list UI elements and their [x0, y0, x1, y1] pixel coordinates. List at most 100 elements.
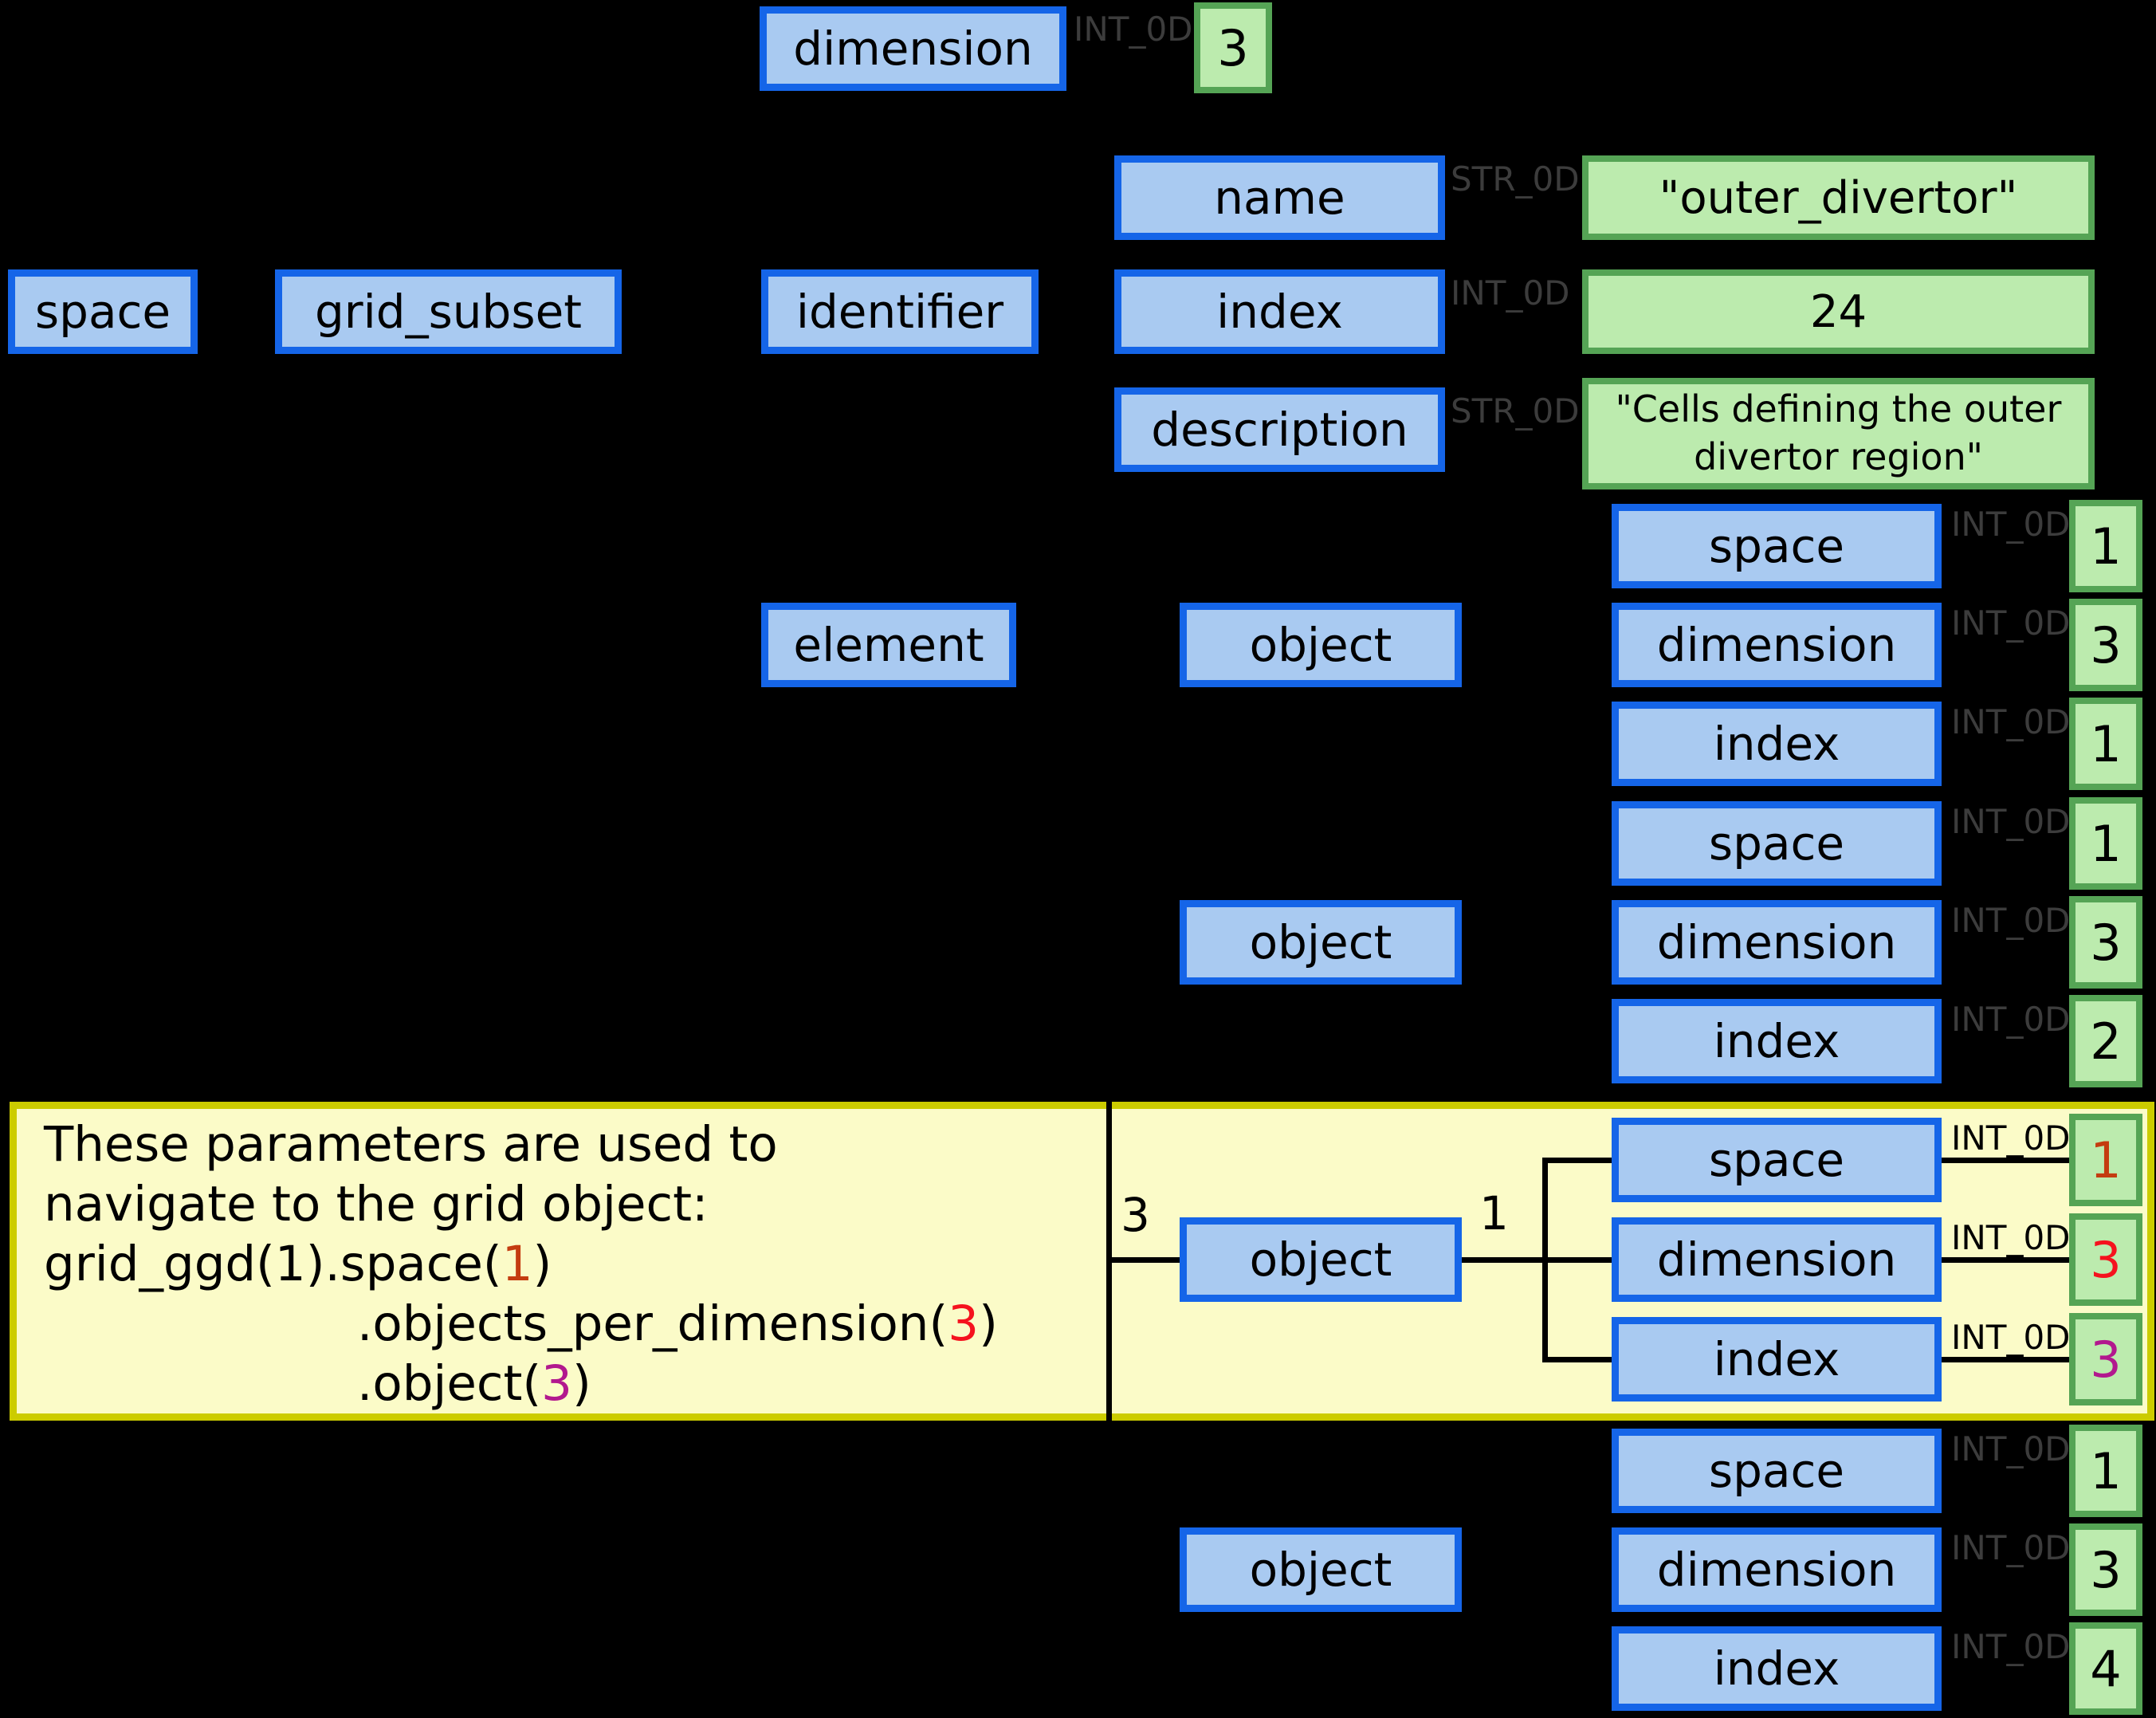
node-attr-index: index	[1612, 702, 1942, 786]
value-description: "Cells defining the outer divertor regio…	[1582, 378, 2095, 489]
note-line-1: These parameters are used to	[44, 1116, 778, 1173]
connector	[1445, 427, 1582, 433]
node-object-1: object	[1180, 603, 1462, 687]
connector	[1112, 940, 1180, 945]
node-dimension: dimension	[760, 6, 1066, 91]
connector	[1942, 741, 2069, 747]
note-arg-dimension: 3	[948, 1295, 980, 1352]
node-object-3: object	[1180, 1217, 1462, 1302]
connector	[1548, 1039, 1612, 1044]
note-code: .object(	[357, 1355, 542, 1412]
connector	[1942, 544, 2069, 549]
connector	[1462, 1257, 1612, 1263]
connector	[1112, 1257, 1180, 1263]
node-index: index	[1114, 269, 1445, 354]
note-line-2: navigate to the grid object:	[44, 1176, 709, 1232]
value-dimension: 3	[1194, 2, 1272, 93]
connector	[1112, 643, 1180, 648]
type-label-int0d: INT_0D	[1951, 1528, 2071, 1567]
type-label-str0d: STR_0D	[1451, 391, 1580, 430]
value-index: 2	[2069, 995, 2142, 1087]
multiplicity-label: 3	[1121, 1188, 1150, 1242]
type-label-int0d: INT_0D	[1951, 1118, 2071, 1158]
type-label-int0d: INT_0D	[1074, 10, 1193, 49]
connector	[1548, 841, 1612, 847]
value-space-highlighted: 1	[2069, 1114, 2142, 1206]
connector	[1542, 841, 1548, 1044]
type-label-int0d: INT_0D	[1951, 1627, 2071, 1666]
type-label-int0d: INT_0D	[1951, 603, 2071, 643]
connector	[701, 309, 761, 315]
connector	[1942, 1357, 2069, 1362]
value-space: 1	[2069, 500, 2142, 592]
note-code: grid_ggd(1).space(	[44, 1236, 502, 1292]
type-label-str0d: STR_0D	[1451, 159, 1580, 199]
value-dimension: 3	[2069, 896, 2142, 989]
connector	[1039, 309, 1076, 315]
node-space-root: space	[8, 269, 198, 354]
connector	[1548, 1357, 1612, 1362]
value-index: 1	[2069, 698, 2142, 790]
node-element: element	[761, 603, 1016, 687]
connector	[1548, 1666, 1612, 1672]
type-label-int0d: INT_0D	[1951, 505, 2071, 544]
node-attr-index: index	[1612, 1317, 1942, 1402]
connector	[622, 309, 695, 315]
note-line-4: .objects_per_dimension(3)	[357, 1295, 998, 1352]
connector	[1462, 1567, 1612, 1573]
connector	[1542, 1468, 1548, 1672]
value-index: 4	[2069, 1622, 2142, 1715]
connector	[1542, 544, 1548, 747]
connector	[1942, 1468, 2069, 1474]
value-dimension: 3	[2069, 1523, 2142, 1616]
connector	[1082, 427, 1114, 433]
value-name: "outer_divertor"	[1582, 155, 2095, 240]
type-label-int0d: INT_0D	[1951, 1218, 2071, 1257]
connector	[1462, 643, 1612, 648]
type-label-int0d: INT_0D	[1951, 802, 2071, 841]
value-dimension-highlighted: 3	[2069, 1213, 2142, 1306]
node-attr-dimension: dimension	[1612, 900, 1942, 985]
note-arg-space: 1	[501, 1236, 533, 1292]
node-attr-space: space	[1612, 801, 1942, 886]
value-space: 1	[2069, 1425, 2142, 1517]
node-attr-index: index	[1612, 999, 1942, 1083]
connector	[1942, 841, 2069, 847]
connector	[198, 309, 275, 315]
type-label-int0d: INT_0D	[1951, 1000, 2071, 1039]
connector	[1942, 1666, 2069, 1672]
note-code: )	[979, 1295, 998, 1352]
note-code: )	[571, 1355, 591, 1412]
type-label-int0d: INT_0D	[1951, 1318, 2071, 1357]
node-attr-space: space	[1612, 504, 1942, 588]
connector	[1942, 643, 2069, 648]
connector	[1082, 309, 1114, 315]
value-dimension: 3	[2069, 599, 2142, 691]
value-space: 1	[2069, 797, 2142, 890]
node-attr-index: index	[1612, 1626, 1942, 1711]
connector	[1548, 544, 1612, 549]
node-description: description	[1114, 387, 1445, 472]
connector	[1066, 45, 1194, 51]
value-index-highlighted: 3	[2069, 1313, 2142, 1405]
connector	[1445, 195, 1582, 201]
connector	[701, 643, 761, 648]
connector	[1548, 1158, 1612, 1163]
connector	[1076, 195, 1082, 433]
connector	[1542, 1158, 1548, 1362]
note-line-5: .object(3)	[357, 1355, 591, 1412]
node-attr-space: space	[1612, 1429, 1942, 1513]
note-arg-object: 3	[541, 1355, 572, 1412]
connector	[1942, 1567, 2069, 1573]
connector	[1942, 940, 2069, 945]
note-line-3: grid_ggd(1).space(1)	[44, 1236, 552, 1292]
connector	[1942, 1257, 2069, 1263]
description-line-2: divertor region"	[1694, 435, 1983, 478]
node-identifier: identifier	[761, 269, 1039, 354]
connector	[1548, 741, 1612, 747]
connector	[1462, 940, 1612, 945]
node-object-2: object	[1180, 900, 1462, 985]
connector	[1082, 195, 1114, 201]
connector	[701, 46, 761, 52]
